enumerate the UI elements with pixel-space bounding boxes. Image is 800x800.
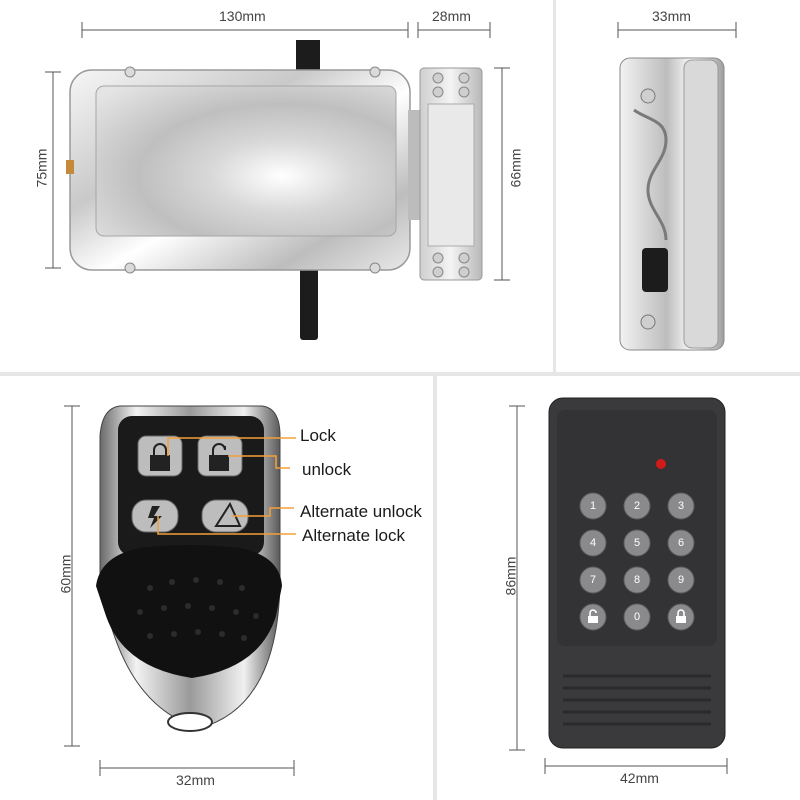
- keypad-keys: 1 2 3 4 5 6 7 8 9 0: [579, 492, 695, 631]
- callout-alternate-lock: Alternate lock: [302, 526, 405, 545]
- padlock-open-icon: [588, 609, 598, 623]
- triangle-person-icon: [214, 501, 242, 527]
- bolt-knob-bottom: [300, 266, 318, 340]
- status-led: [656, 459, 666, 469]
- keypad-key-label: 4: [590, 537, 596, 549]
- keypad-key[interactable]: [667, 492, 695, 520]
- fob-dimension-lines: [64, 405, 295, 776]
- keypad-key[interactable]: [579, 566, 607, 594]
- keypad-panel: 1 2 3 4 5 6 7 8 9 0 86mm 42mm: [437, 376, 800, 800]
- callout-lines: [157, 437, 296, 535]
- padlock-closed-icon: [150, 443, 170, 471]
- lock-body-panel: 130mm 28mm 75mm 66mm: [0, 0, 553, 372]
- dim-fob-height: 60mm: [57, 554, 74, 594]
- dim-keypad-width: 42mm: [620, 770, 659, 786]
- side-dimension-line: [617, 22, 737, 38]
- keypad-key[interactable]: [623, 529, 651, 557]
- keypad-key-label: 1: [590, 500, 596, 512]
- dim-keypad-height: 86mm: [502, 556, 519, 596]
- callout-lock: Lock: [300, 426, 336, 445]
- keypad-key-label: 3: [678, 500, 684, 512]
- remote-fob-panel: Lock unlock Alternate unlock Alternate l…: [0, 376, 433, 800]
- keypad-key-label: 9: [678, 574, 684, 586]
- keypad-key-label: 0: [634, 611, 640, 623]
- padlock-closed-icon: [676, 609, 686, 623]
- callout-alternate-unlock: Alternate unlock: [300, 502, 422, 521]
- fob-rubber-cover: [96, 545, 282, 678]
- keypad-key[interactable]: [667, 529, 695, 557]
- keyring-hole: [167, 712, 213, 732]
- lock-cylinder-pin: [66, 160, 74, 174]
- dim-strike-width: 28mm: [432, 8, 471, 24]
- dim-lock-width: 130mm: [219, 8, 266, 24]
- dimension-lines: [45, 22, 510, 281]
- remote-fob-drawing: [64, 405, 296, 776]
- side-bolt-knob: [642, 248, 668, 292]
- dim-fob-width: 32mm: [176, 772, 215, 788]
- keypad-key-label: 2: [634, 500, 640, 512]
- keypad-key-label: 8: [634, 574, 640, 586]
- keypad-key-label: 6: [678, 537, 684, 549]
- keypad-drawing: 1 2 3 4 5 6 7 8 9 0: [509, 397, 728, 774]
- lock-side-drawing: [617, 22, 737, 351]
- keypad-key-label: 5: [634, 537, 640, 549]
- lock-faceplate: [95, 85, 397, 237]
- fob-face: [118, 416, 264, 556]
- keypad-key-label: 7: [590, 574, 596, 586]
- side-contour: [633, 108, 668, 241]
- lightning-icon: [148, 506, 162, 528]
- lock-side-panel: 33mm: [556, 0, 800, 372]
- padlock-open-icon: [209, 443, 229, 471]
- dim-strike-height: 66mm: [507, 148, 524, 188]
- keypad-key[interactable]: [579, 529, 607, 557]
- keypad-key[interactable]: [667, 566, 695, 594]
- keypad-key[interactable]: [623, 603, 651, 631]
- dim-side-width: 33mm: [652, 8, 691, 24]
- keypad-key[interactable]: [623, 566, 651, 594]
- lock-body-drawing: [45, 22, 510, 340]
- keypad-dimension-lines: [509, 405, 728, 774]
- callout-unlock: unlock: [302, 460, 352, 479]
- dim-lock-height: 75mm: [33, 148, 50, 188]
- keypad-key[interactable]: [623, 492, 651, 520]
- keypad-key[interactable]: [579, 492, 607, 520]
- keypad-grip-ridges: [563, 674, 711, 726]
